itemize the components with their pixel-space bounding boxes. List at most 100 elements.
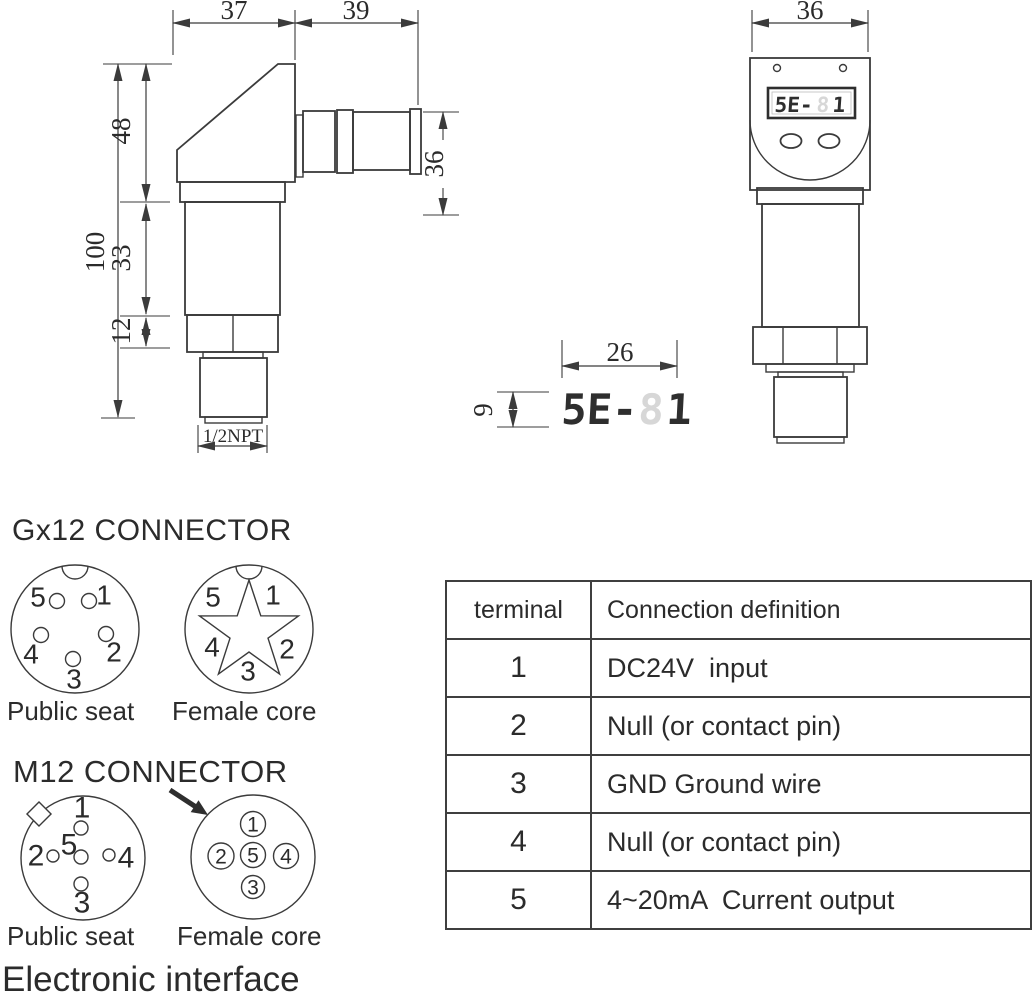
- pin: [73, 820, 89, 836]
- svg-text:1: 1: [665, 385, 693, 434]
- flange: [179, 181, 286, 203]
- dim-9: 9: [468, 403, 498, 417]
- gx12-public-seat-label: Public seat: [7, 696, 135, 726]
- pin-label: 4: [118, 842, 135, 875]
- body-front: [761, 203, 860, 328]
- pin: [102, 848, 116, 862]
- bezel-arc: [749, 119, 871, 181]
- pin: [32, 626, 50, 644]
- pin-label: 4: [204, 632, 220, 663]
- keyway-notch: [25, 800, 53, 828]
- svg-text:1: 1: [832, 92, 846, 117]
- m12-public-seat-label: Public seat: [7, 921, 135, 951]
- electronic-interface-title: Electronic interface: [2, 960, 300, 999]
- pin-label: 2: [106, 637, 122, 668]
- arrow-head-icon: [190, 800, 208, 815]
- svg-text:8: 8: [816, 92, 830, 117]
- pin: [97, 625, 115, 643]
- svg-text:5E-: 5E-: [774, 92, 814, 117]
- terminal-number: 2: [447, 698, 592, 754]
- pin-label: 1: [96, 580, 112, 611]
- pin-label: 2: [28, 840, 45, 873]
- pin-label: 4: [23, 639, 39, 670]
- terminal-definition: Null (or contact pin): [607, 826, 842, 857]
- m12-pointer-arrow: [168, 787, 208, 815]
- terminal-definition: 4~20mA Current output: [607, 884, 895, 915]
- dim-36-side: 36: [419, 151, 449, 178]
- head-outline: [176, 63, 296, 183]
- pin-label: 1: [265, 580, 281, 611]
- table-row: 4 Null (or contact pin): [447, 812, 1030, 870]
- gx12-public-seat-diagram: 5 1 4 2 3: [10, 564, 140, 695]
- dim-12: 12: [106, 318, 136, 345]
- m12-section-title: M12 CONNECTOR: [13, 754, 288, 789]
- svg-text:8: 8: [637, 385, 665, 434]
- gx12-section-title: Gx12 CONNECTOR: [12, 514, 292, 547]
- display-head: [749, 57, 871, 191]
- terminal-definition: GND Ground wire: [607, 768, 822, 799]
- pin: [46, 849, 60, 863]
- detail-display-text: 5E- 8 1: [560, 385, 693, 434]
- pin-label: 2: [215, 846, 227, 869]
- pin-label: 5: [61, 829, 78, 862]
- terminal-header: terminal: [447, 582, 592, 638]
- lcd-display: [766, 86, 857, 120]
- lcd-text: 5E- 8 1: [774, 92, 846, 117]
- connection-table: terminal Connection definition 1 DC24V i…: [445, 580, 1032, 930]
- terminal-number: 1: [447, 640, 592, 696]
- index-notch: [61, 565, 89, 580]
- dim-26: 26: [607, 337, 634, 367]
- dim-37: 37: [221, 0, 248, 25]
- hex-nut-front: [752, 326, 868, 365]
- table-row: 3 GND Ground wire: [447, 754, 1030, 812]
- screw-left: [772, 63, 782, 73]
- m12-female-core-label: Female core: [177, 921, 322, 951]
- terminal-number: 4: [447, 814, 592, 870]
- gx12-female-core-diagram: 5 1 4 2 3: [184, 564, 314, 694]
- terminal-definition: Null (or contact pin): [607, 710, 842, 741]
- body: [184, 201, 281, 316]
- pin-label: 1: [74, 792, 91, 825]
- pin-label: 5: [247, 845, 259, 868]
- button-left: [779, 133, 803, 149]
- terminal-number: 5: [447, 872, 592, 928]
- star-keyway: [197, 577, 301, 676]
- gx12-female-core-label: Female core: [172, 696, 317, 726]
- pin-circle: [272, 842, 300, 870]
- terminal-number: 3: [447, 756, 592, 812]
- pin-label: 5: [205, 582, 221, 613]
- pin-label: 3: [74, 887, 91, 920]
- index-notch: [235, 565, 263, 580]
- pin-circle: [240, 874, 266, 900]
- terminal-definition: DC24V input: [607, 652, 768, 683]
- table-row: 1 DC24V input: [447, 638, 1030, 696]
- pin: [80, 592, 98, 610]
- pin-label: 4: [280, 846, 292, 869]
- dim-48: 48: [106, 118, 136, 145]
- pin-label: 5: [30, 582, 46, 613]
- side-view-drawing: 37 39 100 48 33 12 36: [80, 0, 459, 453]
- pin-circle: [239, 810, 267, 838]
- pin: [73, 876, 89, 892]
- display-detail-drawing: 26 9 5E- 8 1: [468, 337, 693, 434]
- cable-plug: [295, 108, 422, 178]
- dim-npt: 1/2NPT: [203, 426, 264, 447]
- pin-circle: [207, 842, 235, 870]
- pin: [64, 650, 82, 668]
- table-row: 2 Null (or contact pin): [447, 696, 1030, 754]
- m12-female-core-diagram: 1 2 5 4 3: [190, 794, 316, 920]
- thread-cap: [204, 416, 263, 424]
- ring-front: [765, 363, 855, 373]
- table-row: 5 4~20mA Current output: [447, 870, 1030, 928]
- dim-39: 39: [343, 0, 370, 25]
- svg-text:5E-: 5E-: [560, 385, 638, 434]
- pin-label: 3: [240, 656, 256, 687]
- pin-label: 3: [247, 877, 259, 900]
- pin: [73, 849, 89, 865]
- thread-cap-front: [776, 436, 845, 444]
- dim-33: 33: [106, 245, 136, 272]
- screw-right: [838, 63, 848, 73]
- front-view-drawing: 36 5E- 8 1: [749, 0, 871, 444]
- button-right: [817, 133, 841, 149]
